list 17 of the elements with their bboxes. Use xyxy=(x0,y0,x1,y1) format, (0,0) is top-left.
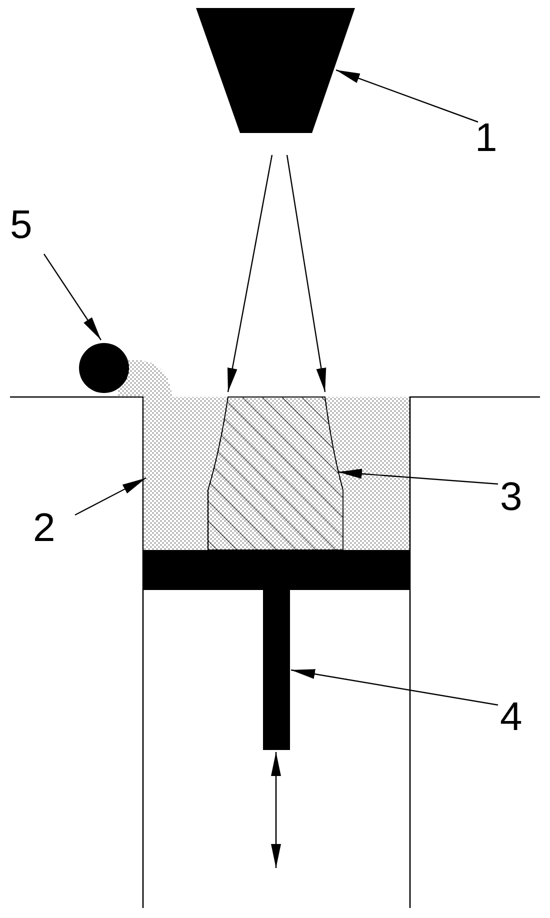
leader-line xyxy=(290,669,498,706)
powder-bed xyxy=(118,360,410,550)
leader-line xyxy=(338,468,498,485)
callout-number: 4 xyxy=(500,697,522,737)
callout-number: 5 xyxy=(10,205,32,245)
callout-number: 3 xyxy=(500,477,522,517)
leader-line xyxy=(74,477,146,516)
printed-part xyxy=(208,396,344,550)
leader-line xyxy=(44,254,102,340)
callout-number: 1 xyxy=(475,118,498,158)
build-platform xyxy=(143,550,410,750)
beam-arrow xyxy=(286,154,326,392)
callout-number: 2 xyxy=(33,508,56,548)
leader-line xyxy=(336,69,478,123)
energy-source xyxy=(196,8,355,133)
recoater-roller xyxy=(79,343,129,393)
beam-arrow xyxy=(227,154,273,392)
